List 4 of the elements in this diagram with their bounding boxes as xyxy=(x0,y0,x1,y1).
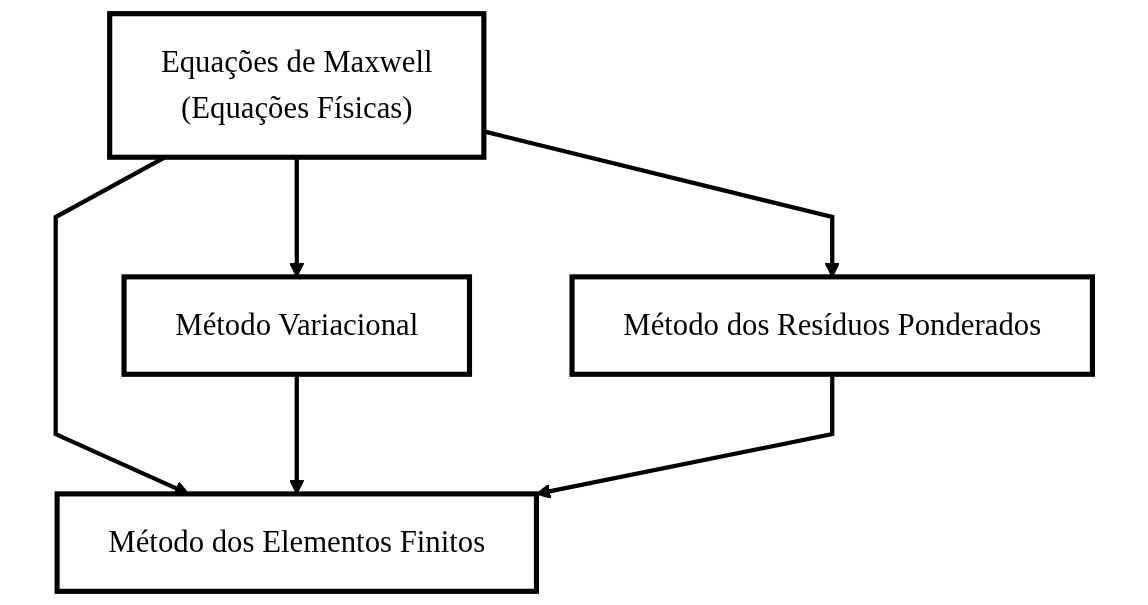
node-box: Método dos Elementos Finitos xyxy=(54,491,539,594)
node-box: Método dos Resíduos Ponderados xyxy=(569,274,1095,377)
node-box: Método Variacional xyxy=(121,274,472,377)
node-box: Equações de Maxwell (Equações Físicas) xyxy=(107,11,487,160)
